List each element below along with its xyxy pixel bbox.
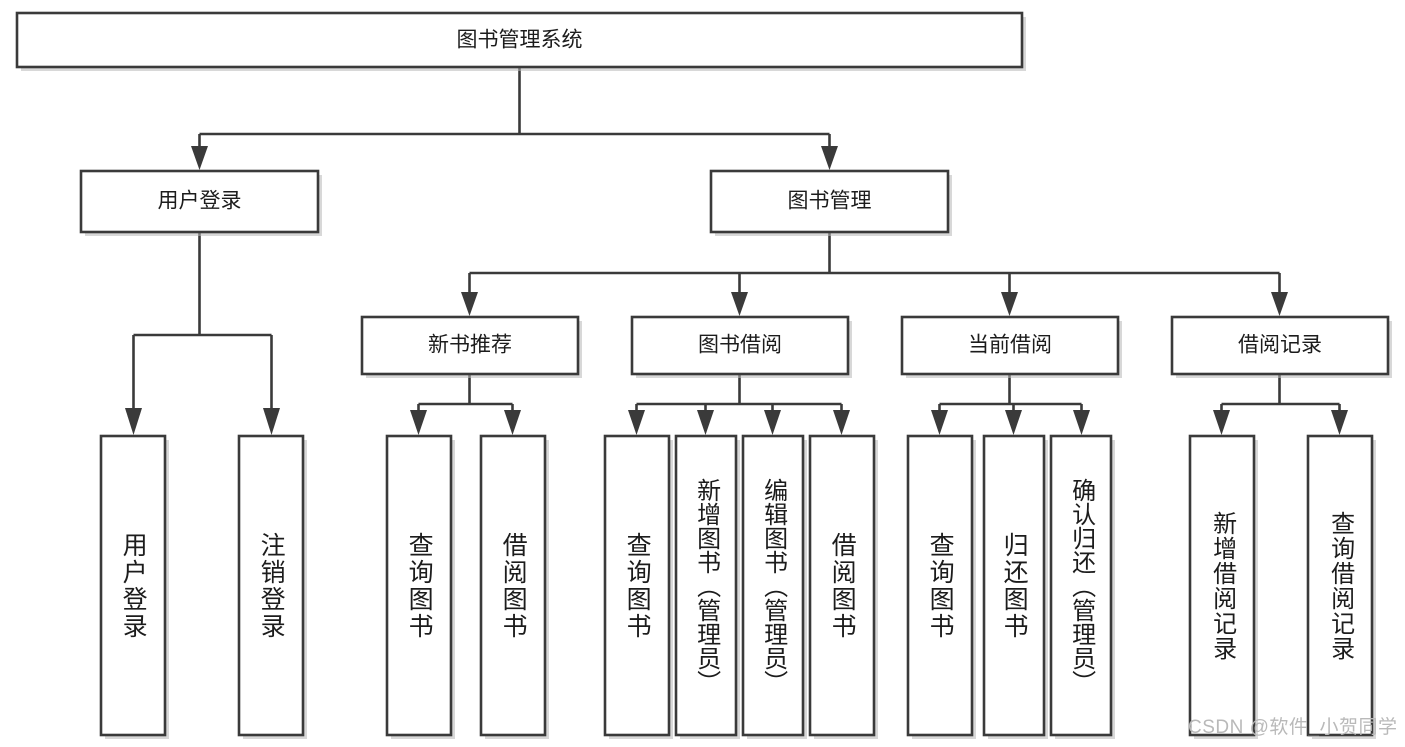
leaf-boxes xyxy=(99,434,1376,739)
node-book-manage[interactable]: 图书管理 xyxy=(709,169,952,236)
arrow-head-book-manage xyxy=(821,146,838,170)
arrow-head-borrow-record xyxy=(1271,292,1288,316)
leaf-user-login-rect[interactable] xyxy=(99,434,167,737)
leaf-query-record-rect[interactable] xyxy=(1306,434,1374,737)
leaf-borrow-book-1-rect[interactable] xyxy=(479,434,547,737)
node-book-borrow-rect[interactable] xyxy=(630,315,850,376)
arrow-head-leaf-query-record xyxy=(1331,410,1348,435)
node-root-rect[interactable] xyxy=(15,11,1024,69)
node-root-label: 图书管理系统 xyxy=(457,29,583,52)
arrow-head-leaf-query-book-2 xyxy=(628,410,645,435)
arrow-head-leaf-add-book xyxy=(697,410,714,435)
node-new-book-rec-label: 新书推荐 xyxy=(428,334,512,357)
connector-group-root-to-level2 xyxy=(191,67,838,170)
connector-group-new-book-rec-to-leaves xyxy=(410,374,521,435)
connector-group-borrow-record-to-leaves xyxy=(1213,374,1348,435)
node-root[interactable]: 图书管理系统 xyxy=(15,11,1026,71)
leaf-query-book-1-rect[interactable] xyxy=(385,434,453,737)
csdn-watermark: CSDN @软件_小贺同学 xyxy=(1188,717,1398,738)
leaf-edit-book-rect[interactable] xyxy=(741,434,805,737)
arrow-head-leaf-query-book-1 xyxy=(410,410,427,435)
leaf-add-record-rect[interactable] xyxy=(1188,434,1256,737)
arrow-head-current-borrow xyxy=(1001,292,1018,316)
arrow-head-leaf-logout xyxy=(263,408,280,435)
node-new-book-rec-rect[interactable] xyxy=(360,315,580,376)
connector-group-user-login-to-leaves xyxy=(125,232,280,435)
node-book-manage-label: 图书管理 xyxy=(788,190,872,213)
arrow-head-user-login xyxy=(191,146,208,170)
arrow-head-leaf-borrow-book-2 xyxy=(833,410,850,435)
leaf-query-book-3-rect[interactable] xyxy=(906,434,974,737)
node-user-login-rect[interactable] xyxy=(79,169,320,234)
leaf-confirm-return-rect[interactable] xyxy=(1049,434,1113,737)
node-book-borrow-label: 图书借阅 xyxy=(698,334,782,357)
leaf-return-book-rect[interactable] xyxy=(982,434,1046,737)
node-book-manage-rect[interactable] xyxy=(709,169,950,234)
arrow-head-leaf-user-login xyxy=(125,408,142,435)
node-borrow-record-label: 借阅记录 xyxy=(1238,334,1322,357)
node-current-borrow-label: 当前借阅 xyxy=(968,334,1052,357)
node-borrow-record[interactable]: 借阅记录 xyxy=(1170,315,1392,378)
leaf-add-book-rect[interactable] xyxy=(674,434,738,737)
leaf-borrow-book-2-rect[interactable] xyxy=(808,434,876,737)
leaf-logout-rect[interactable] xyxy=(237,434,305,737)
arrow-head-leaf-query-book-3 xyxy=(931,410,948,435)
node-user-login-label: 用户登录 xyxy=(158,190,242,213)
arrow-head-new-book-rec xyxy=(461,292,478,316)
arrow-head-book-borrow xyxy=(731,292,748,316)
arrow-head-leaf-confirm-return xyxy=(1073,410,1090,435)
node-book-borrow[interactable]: 图书借阅 xyxy=(630,315,852,378)
leaf-query-book-2-rect[interactable] xyxy=(603,434,671,737)
arrow-head-leaf-add-record xyxy=(1213,410,1230,435)
connector-group-current-borrow-to-leaves xyxy=(931,374,1090,435)
node-new-book-rec[interactable]: 新书推荐 xyxy=(360,315,582,378)
arrow-head-leaf-edit-book xyxy=(764,410,781,435)
arrow-head-leaf-return-book xyxy=(1005,410,1022,435)
connector-group-book-manage-to-level3 xyxy=(461,232,1288,316)
connector-group-book-borrow-to-leaves xyxy=(628,374,850,435)
arrow-head-leaf-borrow-book-1 xyxy=(504,410,521,435)
node-user-login[interactable]: 用户登录 xyxy=(79,169,322,236)
node-borrow-record-rect[interactable] xyxy=(1170,315,1390,376)
node-current-borrow[interactable]: 当前借阅 xyxy=(900,315,1122,378)
node-current-borrow-rect[interactable] xyxy=(900,315,1120,376)
